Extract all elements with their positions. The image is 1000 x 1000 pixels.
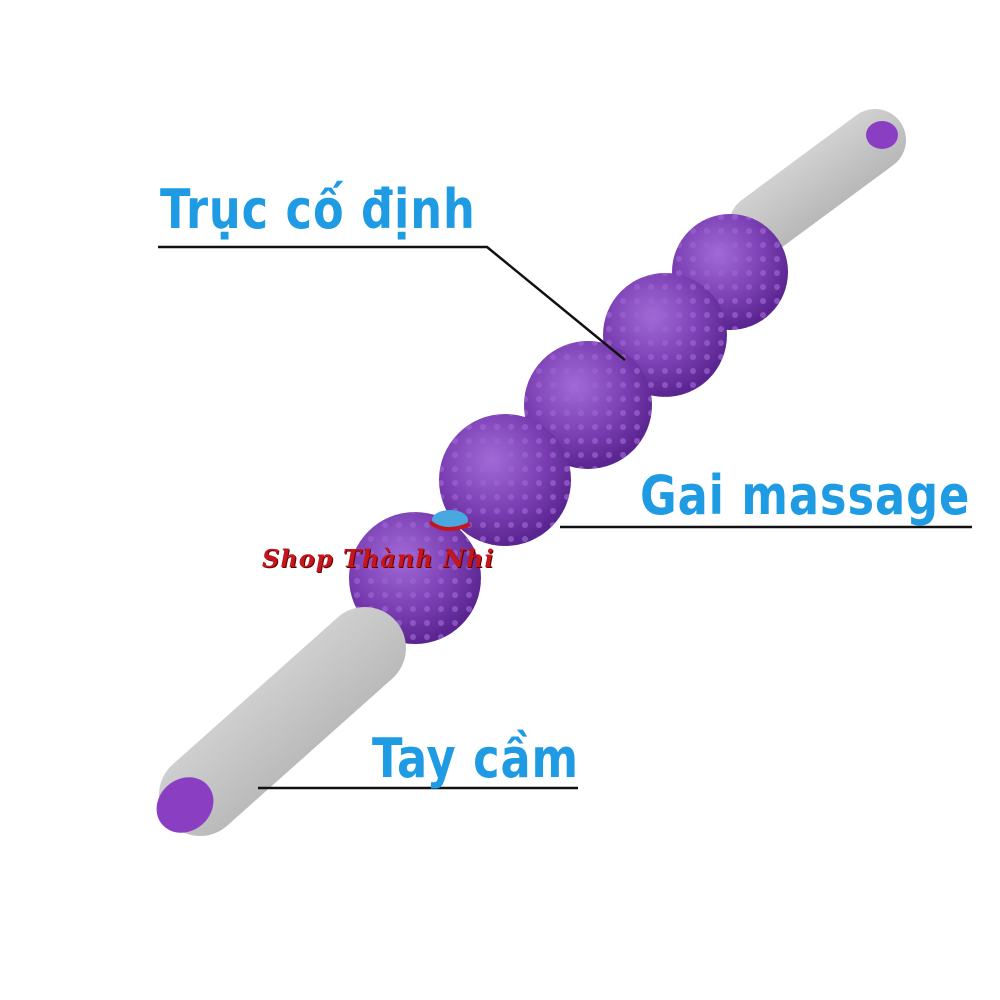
spikes-label: Gai massage bbox=[640, 464, 971, 527]
axis-label: Trục cố định bbox=[160, 178, 476, 241]
spike-balls bbox=[349, 214, 788, 644]
bottom-handle bbox=[156, 607, 406, 836]
top-handle bbox=[729, 109, 906, 256]
watermark-text: Shop Thành Nhi bbox=[262, 544, 495, 573]
handle-label: Tay cầm bbox=[372, 727, 580, 790]
axis-callout-line bbox=[158, 245, 626, 361]
watermark-logo bbox=[428, 510, 471, 531]
